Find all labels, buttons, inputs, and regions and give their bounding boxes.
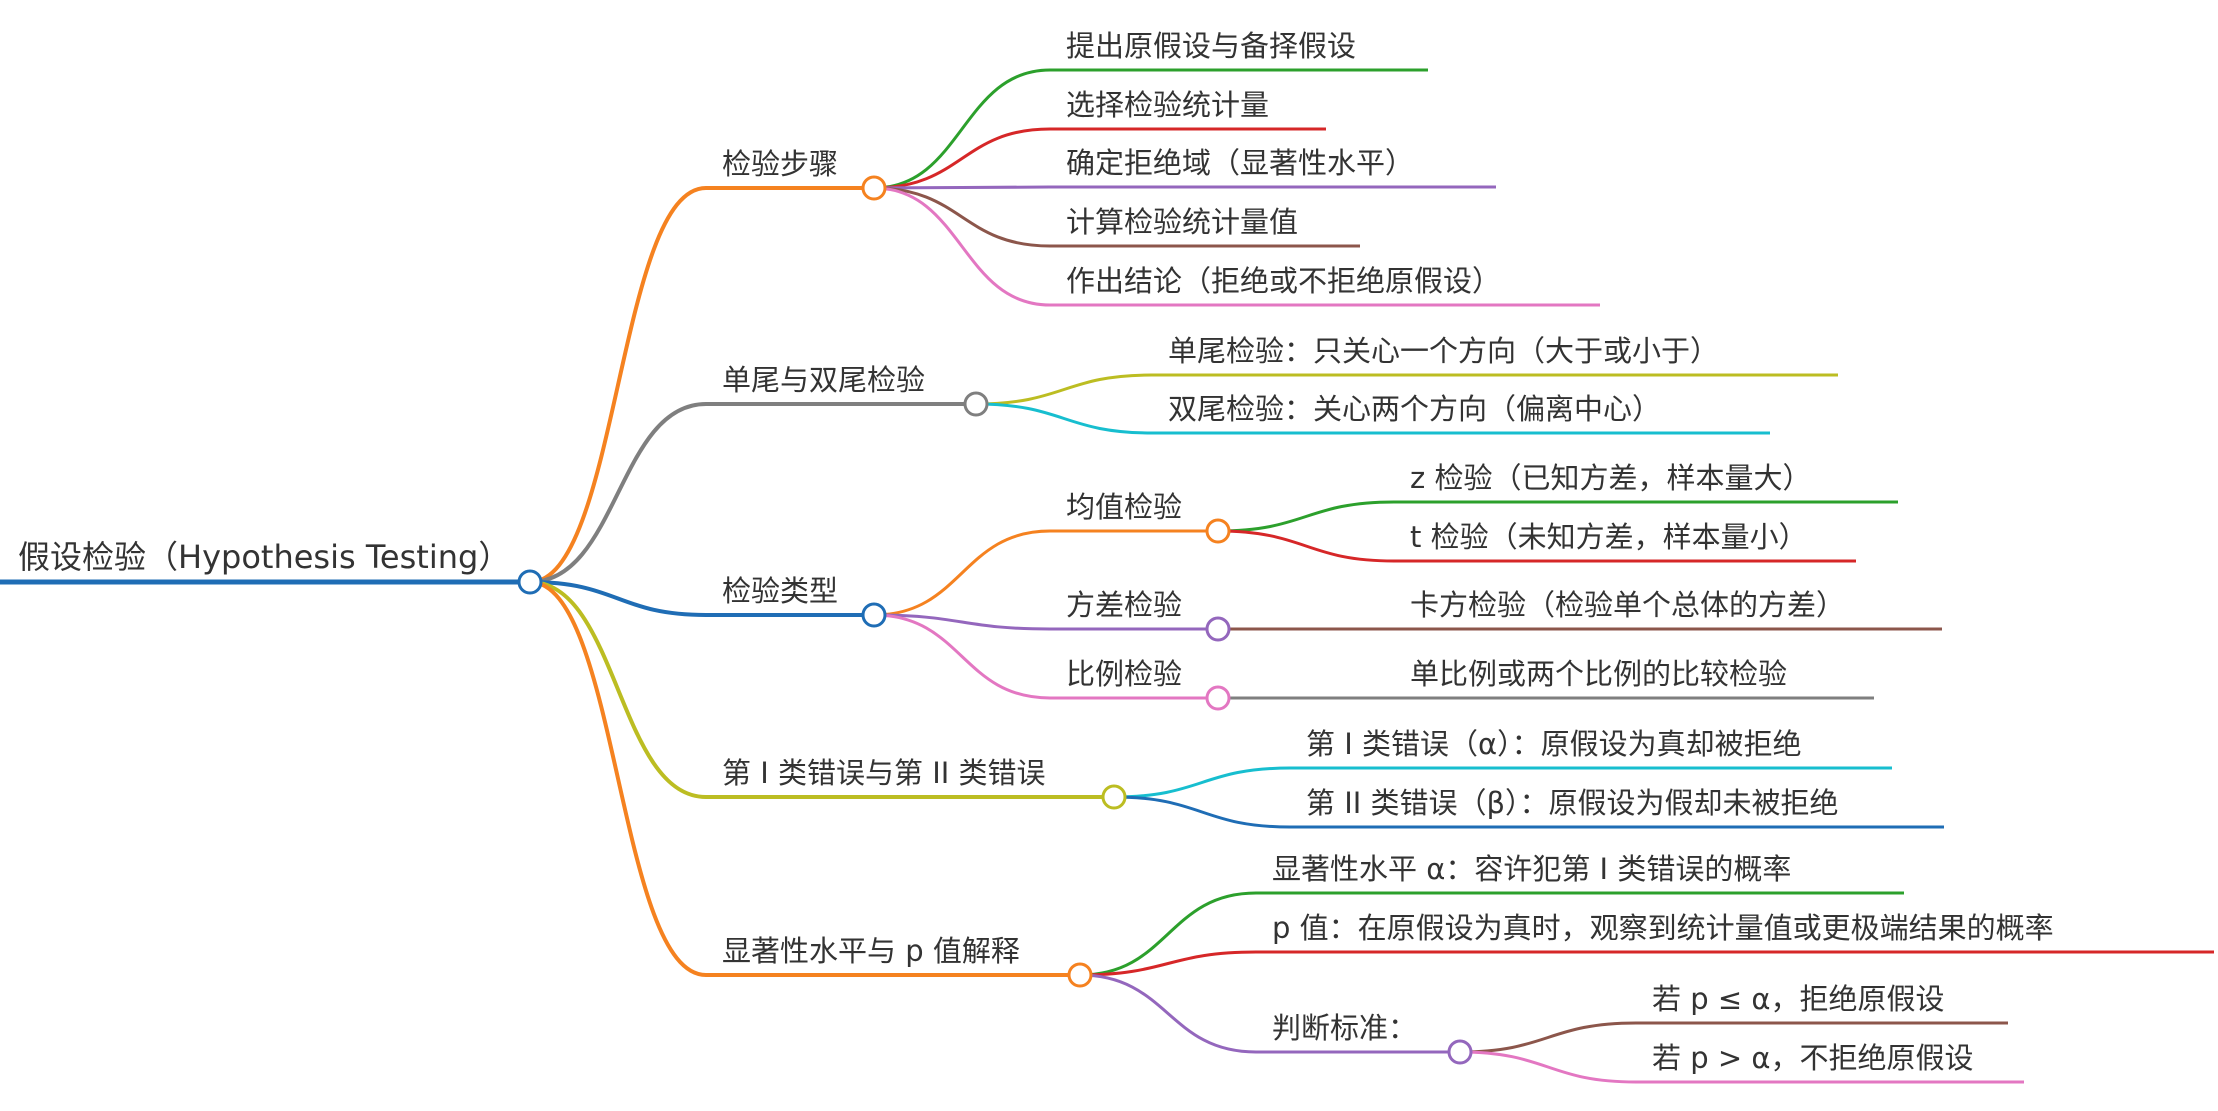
branch-steps-child-3-label: 确定拒绝域（显著性水平） [1066, 146, 1414, 180]
branch-steps-child-4-label: 计算检验统计量值 [1066, 205, 1298, 239]
branch-tails-child-2-link [974, 402, 1154, 435]
branch-errors-label: 第 I 类错误与第 II 类错误 [722, 756, 1046, 790]
branch-types-child-2-child-1-label: 卡方检验（检验单个总体的方差） [1410, 588, 1845, 622]
branch-types-child-2-link [872, 613, 1052, 631]
branch-types-child-1-child-2-link [1216, 529, 1396, 563]
branch-types-child-1-child-2-label: t 检验（未知方差，样本量小） [1410, 520, 1808, 554]
branch-errors-child-1-label: 第 I 类错误（α）：原假设为真却被拒绝 [1306, 727, 1802, 761]
branch-types-label: 检验类型 [722, 574, 838, 608]
branch-errors-child-2-label: 第 II 类错误（β）：原假设为假却未被拒绝 [1306, 786, 1839, 820]
branch-tails-toggle[interactable] [963, 391, 989, 417]
branch-steps-child-1-link [872, 68, 1052, 190]
branch-tails-link [528, 402, 708, 584]
branch-errors-toggle[interactable] [1101, 784, 1127, 810]
branch-types-child-3-link [872, 613, 1052, 700]
branch-pvalue-child-3-link [1078, 973, 1258, 1054]
branch-types-child-1-label: 均值检验 [1066, 490, 1182, 524]
root-toggle[interactable] [517, 569, 543, 595]
branch-steps-toggle[interactable] [861, 175, 887, 201]
mindmap-labels: 假设检验（Hypothesis Testing） 检验步骤 提出原假设与备择假设选择… [18, 29, 2054, 1075]
branch-types-child-2-label: 方差检验 [1066, 588, 1182, 622]
mindmap-links [0, 68, 2214, 1084]
branch-steps-link [528, 186, 708, 584]
branch-types-child-2-toggle[interactable] [1205, 616, 1231, 642]
branch-steps-child-5-link [872, 186, 1052, 307]
branch-tails-label: 单尾与双尾检验 [722, 363, 925, 397]
branch-pvalue-child-1-label: 显著性水平 α：容许犯第 I 类错误的概率 [1272, 852, 1791, 886]
mindmap-nodes [517, 175, 1473, 1065]
branch-pvalue-child-3-toggle[interactable] [1447, 1039, 1473, 1065]
branch-types-child-3-label: 比例检验 [1066, 657, 1182, 691]
branch-errors-child-2-link [1112, 795, 1292, 829]
branch-types-child-1-link [872, 529, 1052, 617]
branch-pvalue-child-1-link [1078, 891, 1258, 977]
branch-pvalue-child-3-child-2-link [1458, 1050, 1638, 1084]
branch-errors-child-1-link [1112, 766, 1292, 799]
branch-pvalue-toggle[interactable] [1067, 962, 1093, 988]
branch-steps-child-3-link [872, 185, 1052, 190]
branch-steps-child-5-label: 作出结论（拒绝或不拒绝原假设） [1066, 264, 1501, 298]
branch-types-child-3-toggle[interactable] [1205, 685, 1231, 711]
branch-types-child-1-toggle[interactable] [1205, 518, 1231, 544]
branch-steps-child-2-label: 选择检验统计量 [1066, 88, 1269, 122]
branch-types-toggle[interactable] [861, 602, 887, 628]
branch-pvalue-child-2-link [1078, 950, 1258, 977]
branch-types-link [528, 580, 708, 617]
branch-tails-child-2-label: 双尾检验：关心两个方向（偏离中心） [1168, 392, 1661, 426]
branch-steps-child-4-link [872, 186, 1052, 248]
branch-pvalue-link [528, 580, 708, 977]
branch-pvalue-child-2-label: p 值：在原假设为真时，观察到统计量值或更极端结果的概率 [1272, 911, 2054, 945]
branch-steps-child-1-label: 提出原假设与备择假设 [1066, 29, 1356, 63]
branch-tails-child-1-link [974, 373, 1154, 406]
branch-steps-label: 检验步骤 [722, 147, 838, 181]
branch-pvalue-child-3-child-2-label: 若 p > α，不拒绝原假设 [1652, 1041, 1973, 1075]
branch-pvalue-child-3-child-1-label: 若 p ≤ α，拒绝原假设 [1652, 982, 1944, 1016]
branch-pvalue-label: 显著性水平与 p 值解释 [722, 934, 1020, 968]
branch-pvalue-child-3-label: 判断标准： [1272, 1011, 1417, 1045]
branch-types-child-1-child-1-label: z 检验（已知方差，样本量大） [1410, 461, 1811, 495]
root-label: 假设检验（Hypothesis Testing） [18, 538, 510, 576]
branch-types-child-1-child-1-link [1216, 500, 1396, 533]
branch-pvalue-child-3-child-1-link [1458, 1021, 1638, 1054]
branch-tails-child-1-label: 单尾检验：只关心一个方向（大于或小于） [1168, 334, 1719, 368]
branch-steps-child-2-link [872, 127, 1052, 190]
branch-errors-link [528, 580, 708, 799]
branch-types-child-3-child-1-label: 单比例或两个比例的比较检验 [1410, 657, 1787, 691]
